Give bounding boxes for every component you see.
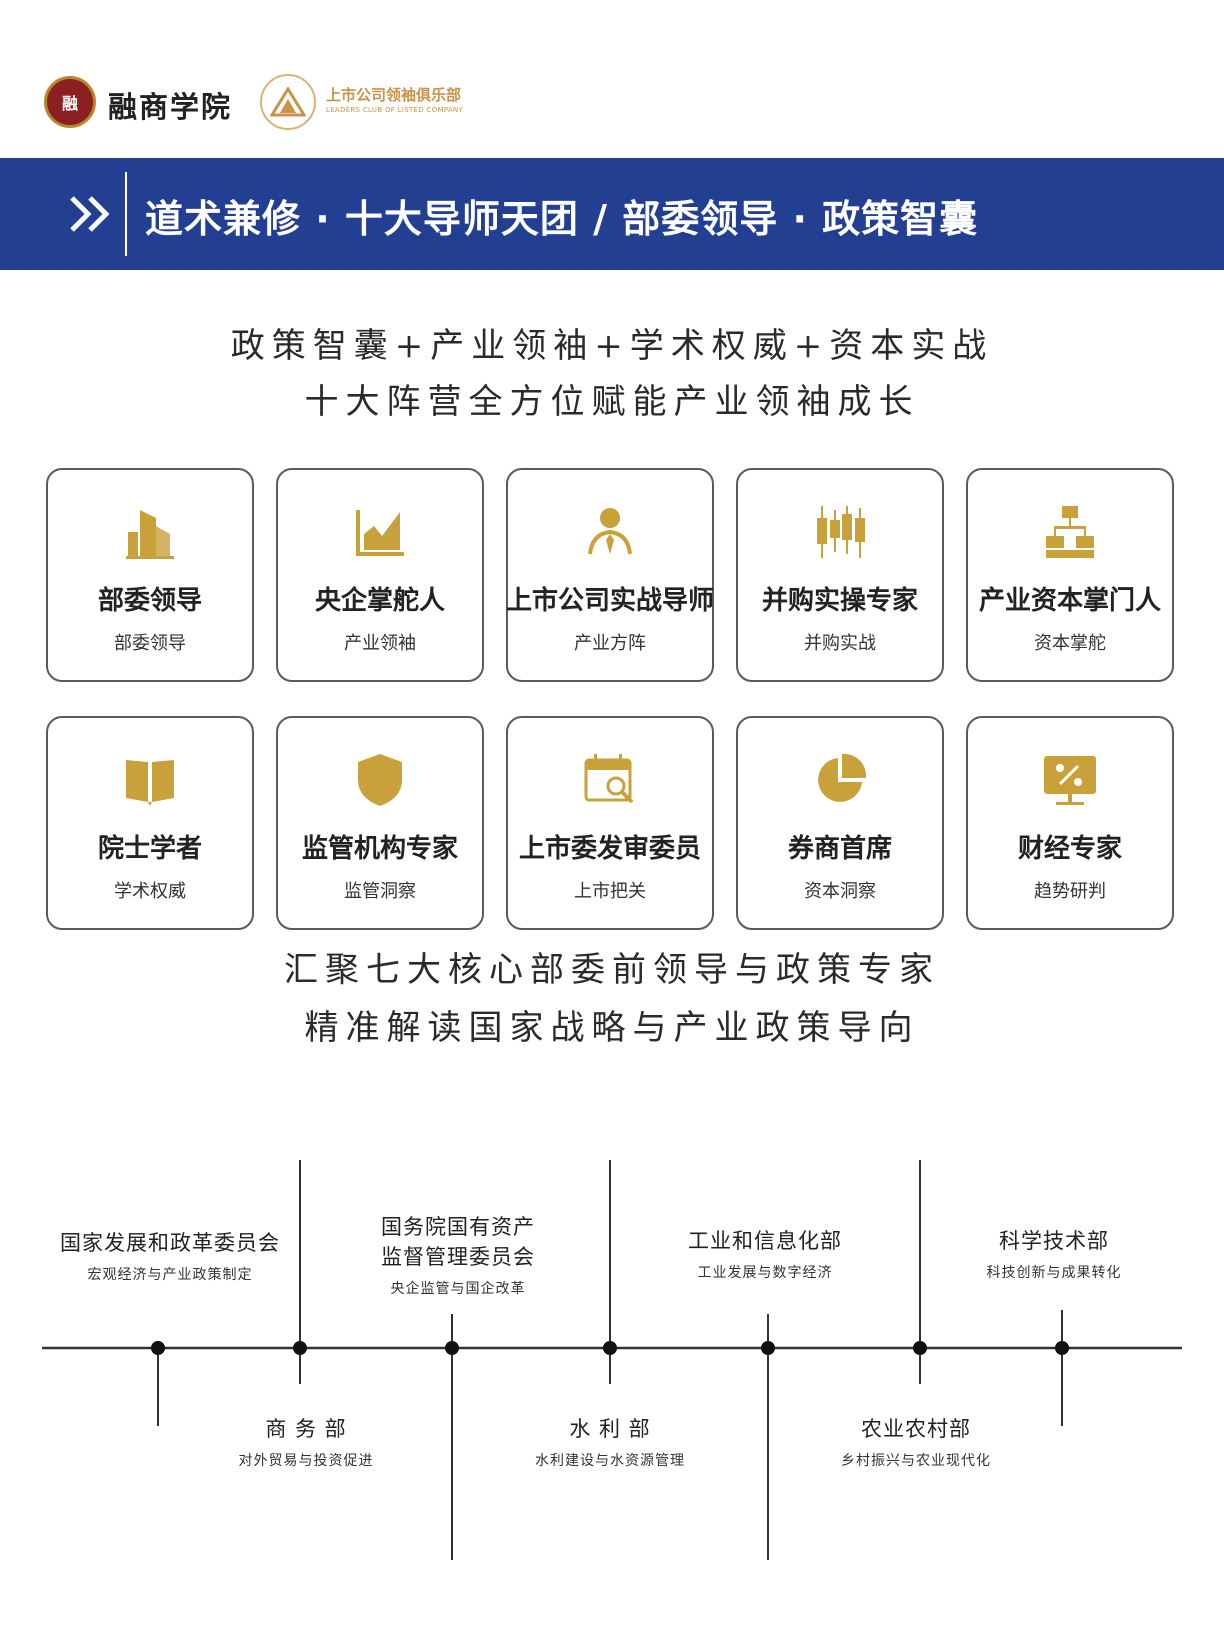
timeline-dot xyxy=(761,1341,775,1355)
category-card: 院士学者 学术权威 xyxy=(46,716,254,930)
card-subtitle: 资本掌舵 xyxy=(1034,633,1106,654)
ministry-name: 科学技术部 xyxy=(999,1229,1109,1253)
timeline-dot xyxy=(1055,1341,1069,1355)
section1-line1: 政策智囊+产业领袖+学术权威+资本实战 xyxy=(230,326,994,366)
pie-chart-icon xyxy=(812,752,868,808)
card-title: 财经专家 xyxy=(1017,834,1122,864)
card-title: 部委领导 xyxy=(97,586,202,616)
timeline-dot xyxy=(603,1341,617,1355)
card-title: 上市委发审委员 xyxy=(518,834,701,864)
ministry-label: 工业和信息化部 工业发展与数字经济 xyxy=(650,1226,880,1282)
ministry-desc: 宏观经济与产业政策制定 xyxy=(87,1267,253,1283)
ministry-desc: 乡村振兴与农业现代化 xyxy=(841,1453,991,1469)
club-name-en: LEADERS CLUB OF LISTED COMPANY xyxy=(326,106,464,114)
ministry-name: 农业农村部 xyxy=(861,1417,971,1441)
section1-line2: 十大阵营全方位赋能产业领袖成长 xyxy=(304,382,920,422)
ministry-label: 商 务 部 对外贸易与投资促进 xyxy=(196,1414,416,1470)
banner-title: 道术兼修 · 十大导师天团 / 部委领导 · 政策智囊 xyxy=(145,197,979,241)
card-subtitle: 部委领导 xyxy=(114,633,186,654)
card-title: 上市公司实战导师 xyxy=(506,586,715,616)
category-card: 部委领导 部委领导 xyxy=(46,468,254,682)
card-subtitle: 产业方阵 xyxy=(574,633,646,654)
mentor-icon xyxy=(582,504,638,560)
ministry-label: 农业农村部 乡村振兴与农业现代化 xyxy=(806,1414,1026,1470)
category-card: 上市委发审委员 上市把关 xyxy=(506,716,714,930)
finance-screen-icon xyxy=(1042,752,1098,808)
banner-divider xyxy=(125,172,127,256)
shield-icon xyxy=(352,752,408,808)
ministry-label: 国务院国有资产 监督管理委员会 央企监管与国企改革 xyxy=(338,1212,578,1298)
card-subtitle: 产业领袖 xyxy=(344,633,416,654)
timeline-dot xyxy=(445,1341,459,1355)
seal-text: 融 xyxy=(61,94,78,113)
ministry-desc: 央企监管与国企改革 xyxy=(390,1281,526,1297)
category-card: 券商首席 资本洞察 xyxy=(736,716,944,930)
ministry-label: 水 利 部 水利建设与水资源管理 xyxy=(500,1414,720,1470)
ministry-name: 水 利 部 xyxy=(569,1417,651,1441)
card-title: 监管机构专家 xyxy=(301,834,458,864)
ministry-desc: 工业发展与数字经济 xyxy=(697,1265,833,1281)
ministry-desc: 科技创新与成果转化 xyxy=(986,1265,1122,1281)
ministry-timeline: 国家发展和政革委员会 宏观经济与产业政策制定 国务院国有资产 监督管理委员会 央… xyxy=(0,1140,1224,1620)
header-logos: 融 融商学院 上市公司领袖俱乐部 LEADERS CLUB OF LISTED … xyxy=(44,72,544,132)
card-title: 央企掌舵人 xyxy=(314,586,445,616)
category-card: 央企掌舵人 产业领袖 xyxy=(276,468,484,682)
card-title: 券商首席 xyxy=(787,834,892,864)
section2-line1: 汇聚七大核心部委前领导与政策专家 xyxy=(284,950,940,990)
card-title: 并购实操专家 xyxy=(761,586,918,616)
category-card: 上市公司实战导师 产业方阵 xyxy=(506,468,714,682)
category-card: 监管机构专家 监管洞察 xyxy=(276,716,484,930)
card-subtitle: 并购实战 xyxy=(804,633,876,654)
category-card: 产业资本掌门人 资本掌舵 xyxy=(966,468,1174,682)
org-chart-icon xyxy=(1042,504,1098,560)
ministry-name: 商 务 部 xyxy=(265,1417,347,1441)
card-subtitle: 监管洞察 xyxy=(344,881,416,902)
card-subtitle: 趋势研判 xyxy=(1034,881,1106,902)
brand-name: 融商学院 xyxy=(108,90,233,124)
card-subtitle: 资本洞察 xyxy=(804,881,876,902)
card-subtitle: 学术权威 xyxy=(114,881,186,902)
card-subtitle: 上市把关 xyxy=(574,881,646,902)
timeline-lines xyxy=(42,1160,1182,1560)
club-name: 上市公司领袖俱乐部 xyxy=(326,86,462,104)
ministry-desc: 对外贸易与投资促进 xyxy=(238,1453,374,1469)
double-chevron-right-icon xyxy=(70,196,110,232)
ministry-name: 国务院国有资产 监督管理委员会 xyxy=(381,1215,535,1269)
category-card: 并购实操专家 并购实战 xyxy=(736,468,944,682)
title-banner: 道术兼修 · 十大导师天团 / 部委领导 · 政策智囊 xyxy=(0,158,1224,270)
ministry-label: 科学技术部 科技创新与成果转化 xyxy=(944,1226,1164,1282)
timeline-dot xyxy=(151,1341,165,1355)
category-card: 财经专家 趋势研判 xyxy=(966,716,1174,930)
calendar-search-icon xyxy=(582,752,638,808)
building-icon xyxy=(122,504,178,560)
book-icon xyxy=(122,752,178,808)
mentor-category-grid: 部委领导 部委领导 央企掌舵人 产业领袖 上市公司实战导师 产业方阵 xyxy=(46,468,1178,930)
card-title: 产业资本掌门人 xyxy=(978,586,1161,616)
timeline-dot xyxy=(913,1341,927,1355)
club-logo-icon xyxy=(260,74,316,130)
candlestick-icon xyxy=(812,504,868,560)
school-seal-logo: 融 xyxy=(44,76,96,128)
ministry-name: 国家发展和政革委员会 xyxy=(60,1231,280,1255)
timeline-dot xyxy=(293,1341,307,1355)
ministry-label: 国家发展和政革委员会 宏观经济与产业政策制定 xyxy=(44,1228,296,1284)
growth-chart-icon xyxy=(352,504,408,560)
ministry-name: 工业和信息化部 xyxy=(688,1229,842,1253)
section2-line2: 精准解读国家战略与产业政策导向 xyxy=(304,1008,920,1048)
ministry-desc: 水利建设与水资源管理 xyxy=(535,1453,685,1469)
card-title: 院士学者 xyxy=(97,834,202,864)
